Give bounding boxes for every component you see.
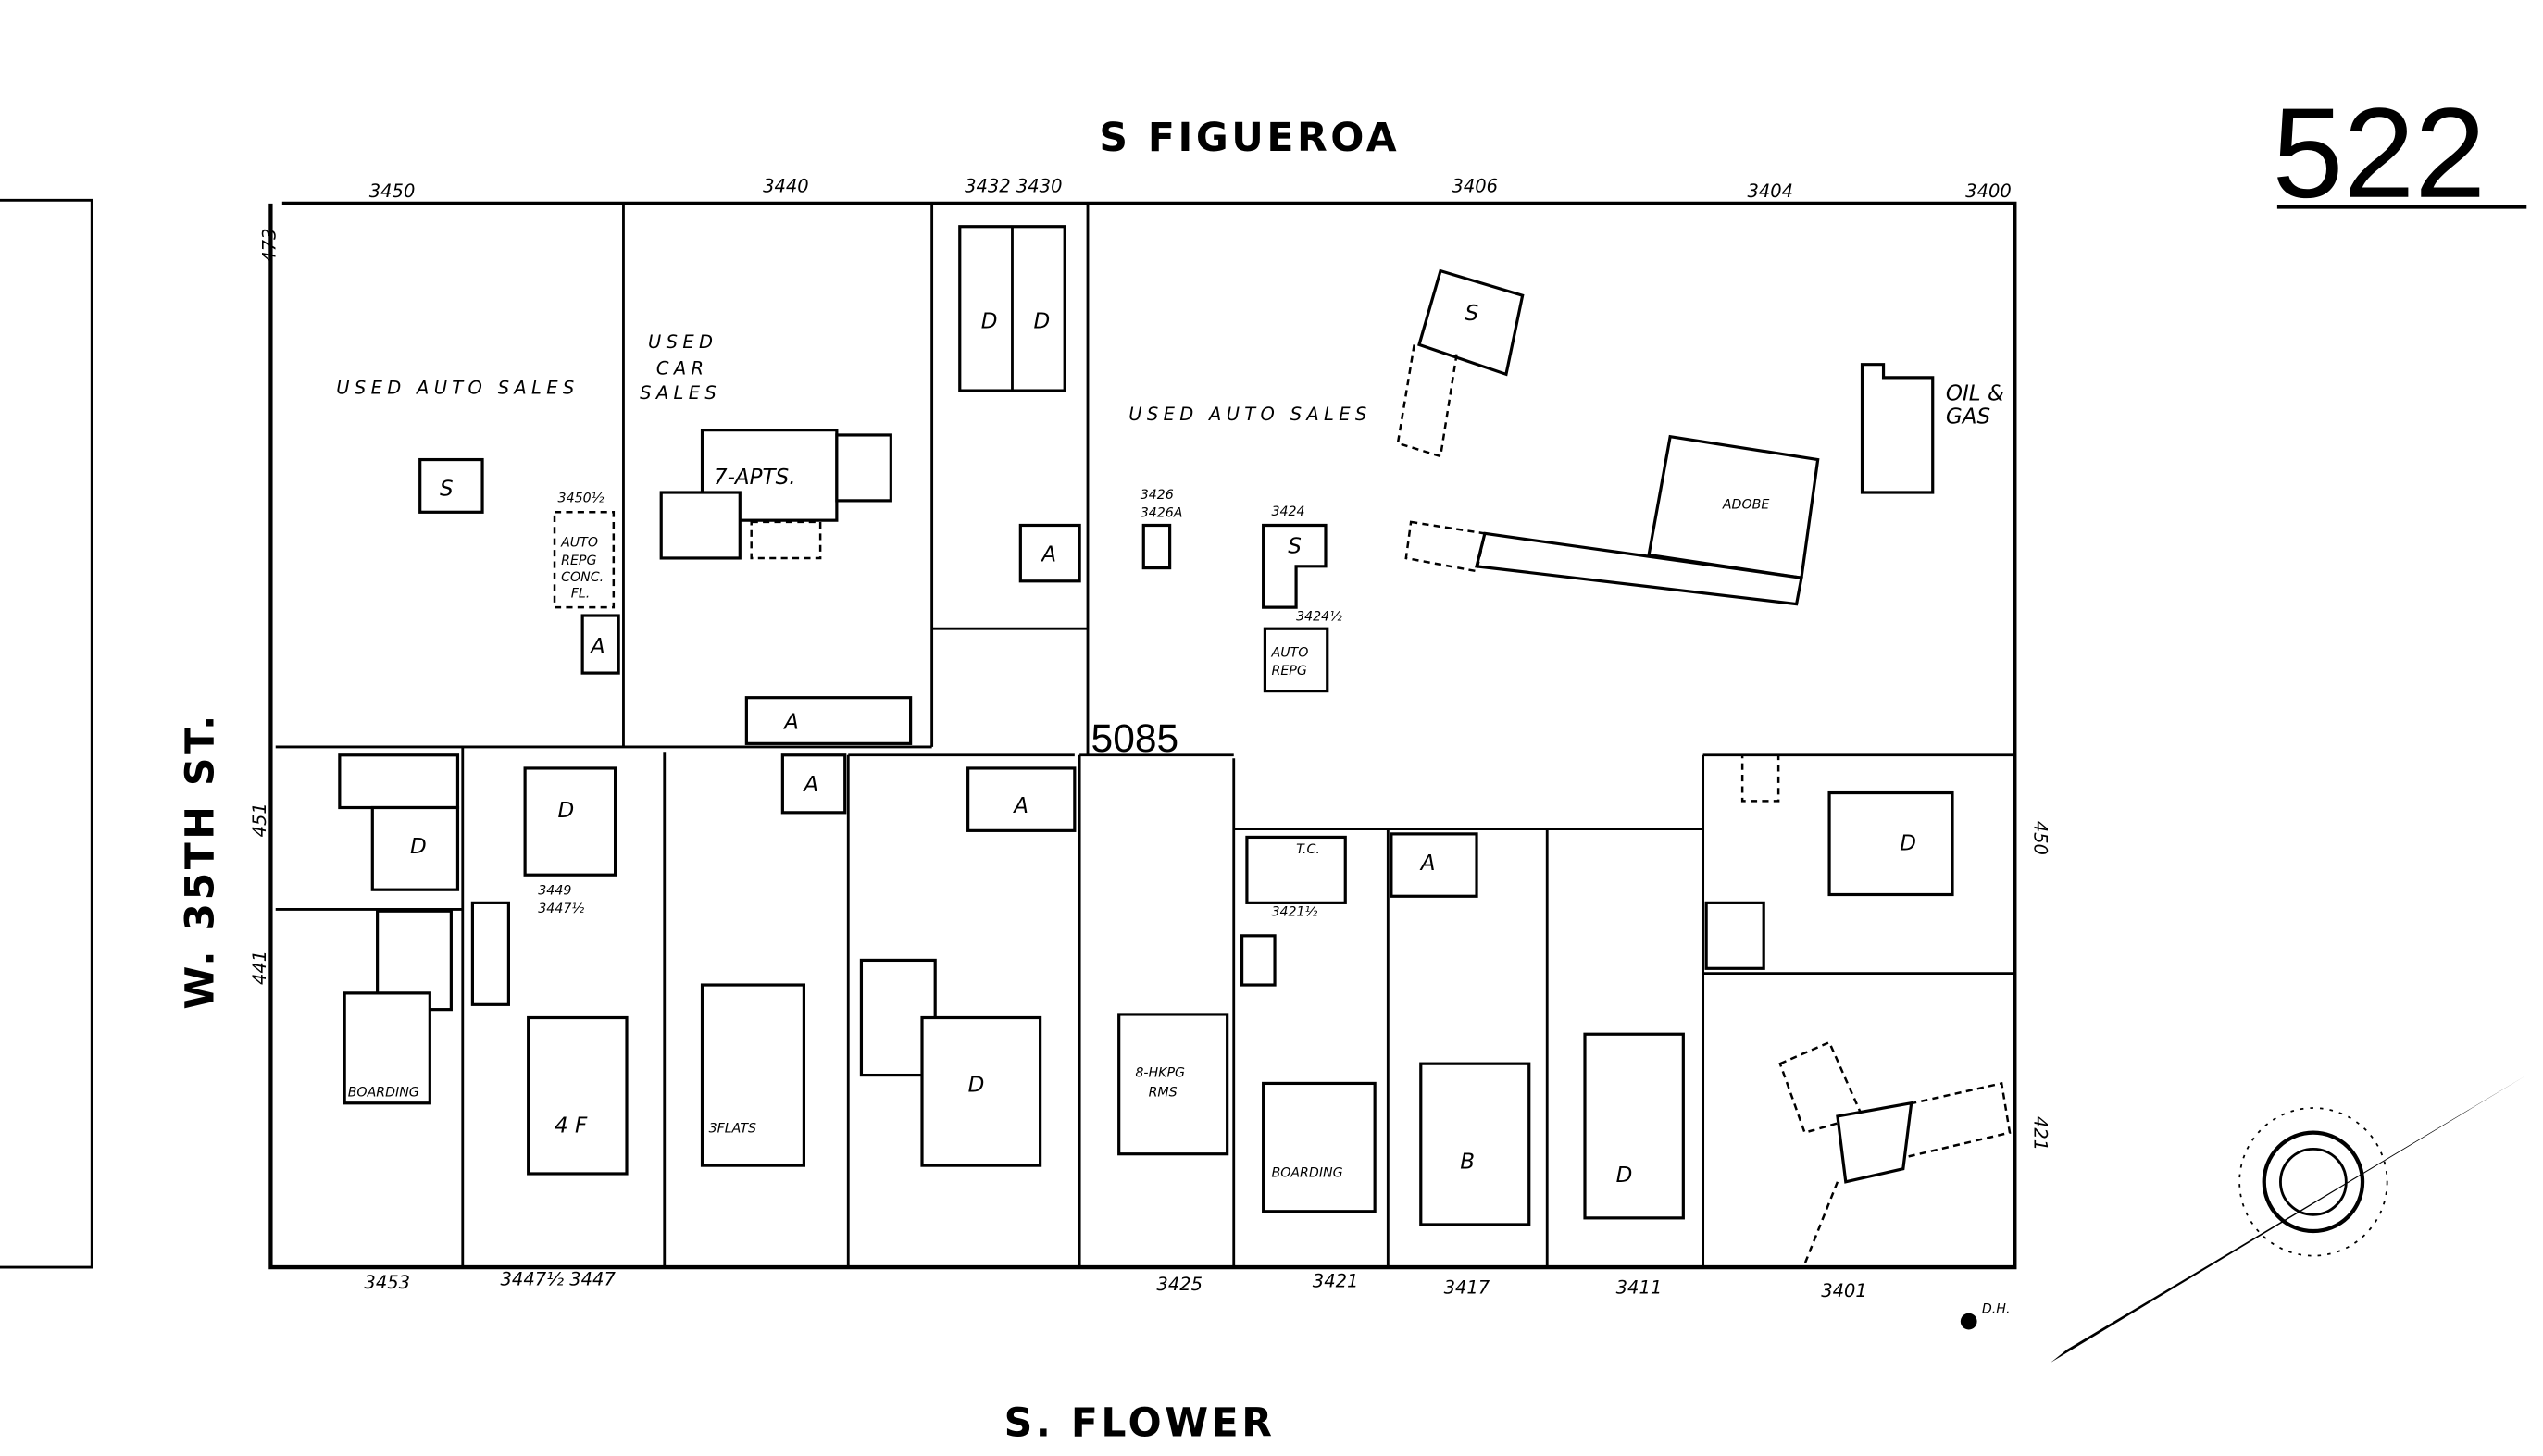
svg-text:FL.: FL. [571,587,591,602]
svg-text:3450½: 3450½ [558,492,605,506]
svg-text:3450: 3450 [369,180,416,202]
svg-text:D: D [410,835,427,859]
svg-text:D: D [1900,832,1916,856]
svg-text:ADOBE: ADOBE [1722,498,1769,513]
svg-text:3FLATS: 3FLATS [709,1122,756,1137]
dh-label: D.H. [1982,1302,2011,1317]
svg-text:BOARDING: BOARDING [1272,1166,1343,1181]
svg-text:3400: 3400 [1965,180,2012,202]
svg-text:3426A: 3426A [1141,506,1183,521]
svg-text:S: S [1465,302,1479,326]
svg-text:D: D [981,310,998,334]
svg-text:A: A [782,710,799,734]
svg-text:D: D [1034,310,1051,334]
label-used: USED [648,331,717,353]
label-gas: GAS [1946,405,1990,429]
label-sales: SALES [640,382,721,404]
svg-text:3424: 3424 [1272,504,1305,519]
svg-text:AUTO: AUTO [560,536,598,551]
svg-text:441: 441 [249,951,270,985]
svg-text:REPG: REPG [561,554,596,568]
svg-text:3421½: 3421½ [1272,905,1318,920]
svg-text:A: A [802,773,818,797]
svg-text:3453: 3453 [364,1272,410,1293]
street-label-south: S. FLOWER [1004,1401,1276,1447]
svg-text:BOARDING: BOARDING [348,1086,419,1101]
svg-text:3421: 3421 [1313,1270,1359,1291]
dh-marker [1960,1313,1977,1330]
svg-text:3426: 3426 [1141,488,1174,503]
svg-text:3440: 3440 [763,175,809,196]
street-label-west: W. 35TH ST. [178,712,223,1009]
svg-text:A: A [1419,852,1436,876]
north-arrow-icon [2051,1075,2527,1363]
svg-text:D: D [968,1073,985,1097]
block-number: 5085 [1091,716,1179,761]
svg-text:3411: 3411 [1616,1276,1663,1298]
street-label-north: S FIGUEROA [1099,116,1400,161]
svg-text:3449: 3449 [538,883,571,898]
svg-text:AUTO: AUTO [1271,645,1309,660]
svg-text:D: D [558,799,575,823]
svg-text:D: D [1616,1164,1633,1188]
svg-text:A: A [589,635,605,659]
svg-text:A: A [1012,794,1028,818]
svg-text:3404: 3404 [1747,180,1793,202]
svg-text:B: B [1460,1151,1475,1175]
svg-text:RMS: RMS [1149,1086,1178,1101]
svg-text:4 F: 4 F [555,1114,588,1139]
svg-text:S: S [1288,535,1302,559]
svg-text:473: 473 [259,228,280,262]
svg-text:3406: 3406 [1452,175,1498,196]
addresses-north: 3450 3440 3432 3430 3406 3404 3400 [369,175,2012,201]
svg-text:S: S [440,478,454,502]
label-used-auto-sales-2: USED AUTO SALES [1128,404,1371,425]
svg-text:451: 451 [249,803,270,837]
svg-text:3432 3430: 3432 3430 [965,175,1062,196]
svg-text:REPG: REPG [1272,664,1307,678]
svg-text:450: 450 [2030,821,2051,855]
svg-text:T.C.: T.C. [1296,842,1320,857]
svg-text:3447½ 3447: 3447½ 3447 [501,1269,617,1290]
label-car: CAR [656,357,708,379]
svg-text:3447½: 3447½ [538,902,584,916]
svg-text:CONC.: CONC. [561,570,604,585]
side-numbers: 473 451 441 450 421 [249,228,2051,1151]
svg-text:3401: 3401 [1821,1280,1867,1301]
label-oil: OIL & [1946,382,2004,406]
svg-text:8-HKPG: 8-HKPG [1135,1065,1185,1080]
label-used-auto-sales: USED AUTO SALES [336,378,579,399]
svg-text:3425: 3425 [1156,1274,1203,1295]
svg-text:3424½: 3424½ [1296,609,1342,624]
svg-text:A: A [1040,542,1056,566]
addresses-south: 3453 3447½ 3447 3425 3421 3417 3411 3401 [364,1269,1866,1301]
buildings-south: D BOARDING D 3449 3447½ 4 F 3FLATS A A D… [338,753,2012,1264]
svg-text:7-APTS.: 7-APTS. [714,466,796,490]
svg-text:421: 421 [2030,1116,2051,1151]
adjacent-sheet-frame [0,198,93,1269]
buildings-north: S 3450½ AUTO REPG CONC. FL. A 7-APTS. D … [418,225,1935,745]
block-outline [268,201,2017,1270]
sheet-number: 522 [2273,82,2487,225]
svg-text:3417: 3417 [1444,1276,1490,1298]
